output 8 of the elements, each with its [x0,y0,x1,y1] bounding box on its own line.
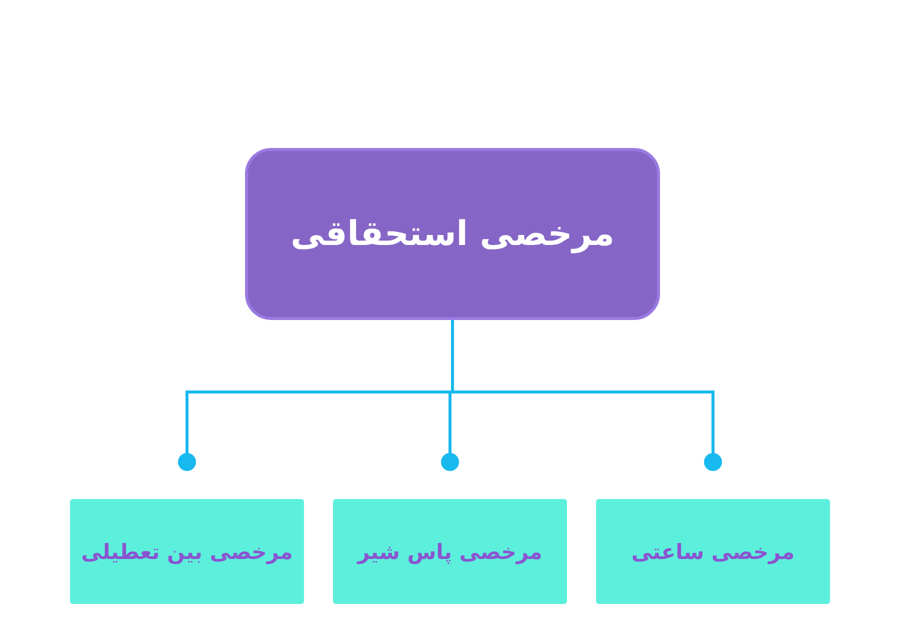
leave-type-box [70,499,304,604]
box-label: مرخصی پاس شیر [358,540,542,564]
leave-type-box [596,499,830,604]
box-label: مرخصی بین تعطیلی [81,540,293,564]
box-label: مرخصی استحقاقی [290,214,614,254]
box-label: مرخصی ساعتی [631,540,795,564]
leave-type-box [333,499,567,604]
category-box [245,148,660,320]
